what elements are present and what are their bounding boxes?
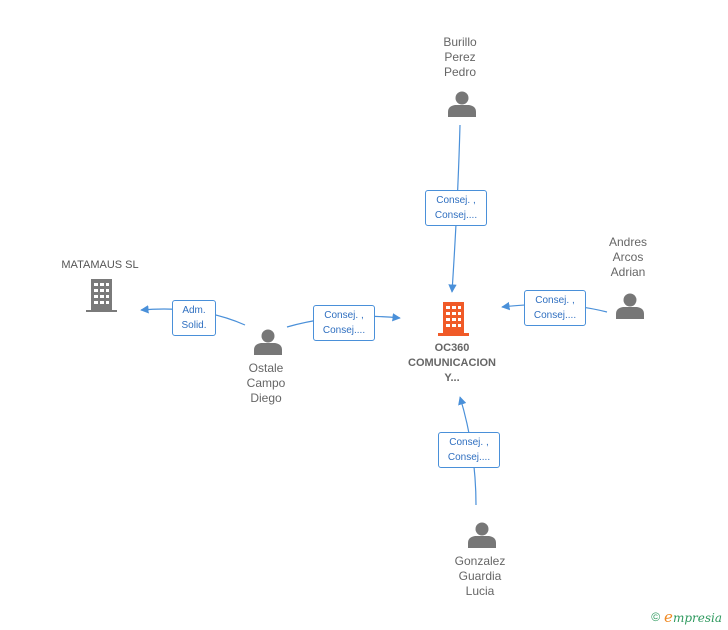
person-label-gonzalez[interactable]: Gonzalez Guardia Lucia	[454, 554, 506, 598]
person-icon-andres[interactable]	[616, 293, 644, 320]
person-icon-ostale[interactable]	[254, 329, 282, 356]
person-label-ostale[interactable]: Ostale Campo Diego	[246, 361, 286, 405]
empresia-logo: empresia	[664, 608, 722, 626]
company-label-matamaus[interactable]: MATAMAUS SL	[61, 259, 139, 271]
person-icon-gonzalez[interactable]	[468, 522, 496, 549]
person-icon-burillo[interactable]	[448, 91, 476, 118]
edge-label-burillo[interactable]: Consej. , Consej....	[425, 190, 487, 226]
brand-footer: © empresia	[651, 608, 722, 626]
building-icon-center[interactable]	[438, 302, 469, 336]
edge-label-ostale[interactable]: Consej. , Consej....	[313, 305, 375, 341]
edge-label-gonzalez[interactable]: Consej. , Consej....	[438, 432, 500, 468]
person-label-andres[interactable]: Andres Arcos Adrian	[608, 235, 648, 279]
company-label-center[interactable]: OC360 COMUNICACION Y...	[408, 342, 496, 384]
edge-label-matamaus[interactable]: Adm. Solid.	[172, 300, 216, 336]
building-icon-matamaus[interactable]	[86, 279, 117, 312]
person-label-burillo[interactable]: Burillo Perez Pedro	[443, 35, 477, 79]
edge-label-andres[interactable]: Consej. , Consej....	[524, 290, 586, 326]
copyright-symbol: ©	[651, 610, 661, 624]
